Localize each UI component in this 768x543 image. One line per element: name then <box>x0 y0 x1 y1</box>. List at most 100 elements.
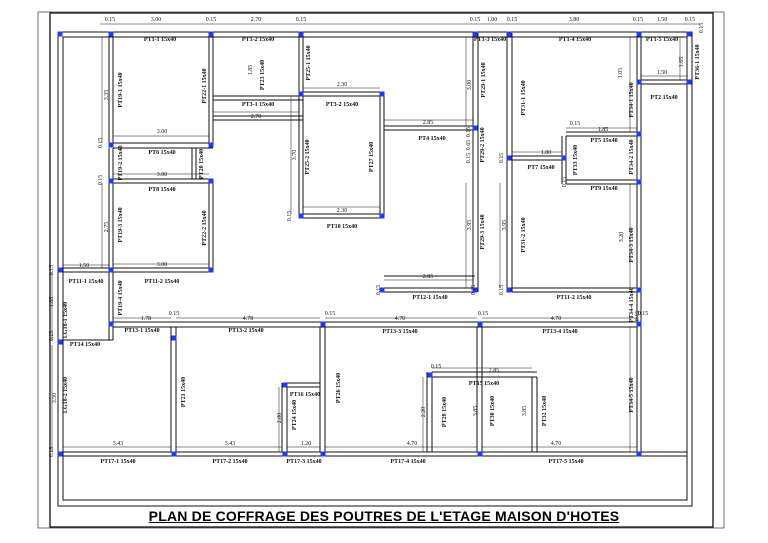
dim-v1: 3.35 <box>104 90 110 101</box>
dim-v31: 0.15 <box>562 177 568 188</box>
columns <box>57 31 692 457</box>
dim-d26: 1.78 <box>141 316 152 322</box>
dim-v7: 0.15 <box>699 23 705 34</box>
column-5 <box>472 31 478 37</box>
dim-v2: 1.85 <box>248 65 254 76</box>
dim-d24: 3.00 <box>157 262 168 268</box>
column-17 <box>108 178 114 184</box>
column-24 <box>57 267 63 273</box>
beam-label-pt17-4: PT17-4 15x40 <box>390 459 425 465</box>
column-20 <box>561 155 567 161</box>
beam-label-pt6: PT6 15x40 <box>148 150 175 156</box>
column-2 <box>108 31 114 37</box>
beam-label-pt21: PT21 15x40 <box>181 377 187 407</box>
column-4 <box>298 31 304 37</box>
dim-d21: 3.00 <box>157 172 168 178</box>
column-31 <box>57 339 63 345</box>
beam-label-pt22-2: PT22-2 15x40 <box>202 210 208 245</box>
outer-frame <box>49 12 714 528</box>
dim-v25: 2.00 <box>277 413 283 424</box>
beam-label-lg18-2: LG18-2 15x40 <box>63 377 69 413</box>
column-33 <box>171 335 177 341</box>
dim-v6: 1.65 <box>679 57 685 68</box>
column-40 <box>282 451 288 457</box>
column-8 <box>686 31 692 37</box>
dim-d7: 1.00 <box>487 17 498 23</box>
dim-v30: 0.65 <box>466 140 472 151</box>
beam-label-pt17-5: PT17-5 15x40 <box>548 459 583 465</box>
dim-v16: 3.20 <box>619 232 625 243</box>
beam-label-pt17-3: PT17-3 15x40 <box>286 459 321 465</box>
beam-label-pt19-1: PT19-1 15x40 <box>118 72 124 107</box>
column-37 <box>282 382 288 388</box>
dim-v21: 0.15 <box>499 285 505 296</box>
beam-label-pt27: PT27 15x40 <box>369 142 375 172</box>
column-1 <box>57 31 63 37</box>
dim-v32: 0.15 <box>635 311 641 322</box>
column-36 <box>636 321 642 327</box>
column-34 <box>320 321 326 327</box>
beam-label-pt15: PT15 15x40 <box>469 381 499 387</box>
beam-lines <box>57 31 693 507</box>
column-15 <box>108 142 114 148</box>
column-28 <box>472 287 478 293</box>
dim-d10: 0.15 <box>633 17 644 23</box>
column-19 <box>506 155 512 161</box>
column-38 <box>57 451 63 457</box>
dim-d6: 0.15 <box>470 17 481 23</box>
column-11 <box>298 91 304 97</box>
column-39 <box>171 451 177 457</box>
column-29 <box>506 287 512 293</box>
column-3 <box>208 31 214 37</box>
dim-d22: 2.30 <box>337 208 348 214</box>
beam-label-pt13-1: PT13-1 15x40 <box>124 328 159 334</box>
column-27 <box>379 287 385 293</box>
beam-label-pt17-1: PT17-1 15x40 <box>100 459 135 465</box>
beam-label-pt1-5: PT1-5 15x40 <box>646 37 678 43</box>
dim-d5: 0.15 <box>296 17 307 23</box>
beam-label-pt25-1: PT25-1 15x40 <box>306 45 312 80</box>
beam-label-pt1-1: PT1-1 15x40 <box>144 37 176 43</box>
beam-label-pt34-4: PT34-4 15x40 <box>629 287 635 322</box>
dim-v17: 0.15 <box>49 265 55 276</box>
dim-d35: 2.85 <box>489 368 500 374</box>
dim-v23: 1.85 <box>49 297 55 308</box>
dim-d37: 3.43 <box>225 441 236 447</box>
dim-v12: 0.15 <box>499 153 505 164</box>
dim-v15: 3.95 <box>502 220 508 231</box>
beam-label-pt12-1: PT12-1 15x40 <box>412 295 447 301</box>
beam-label-pt33: PT33 15x40 <box>573 145 579 175</box>
column-7 <box>636 31 642 37</box>
dim-v8: 0.15 <box>98 138 104 149</box>
dim-d29: 0.15 <box>325 311 336 317</box>
beam-label-pt28: PT28 15x40 <box>442 397 448 427</box>
dim-d31: 0.15 <box>478 311 489 317</box>
dim-d3: 0.15 <box>206 17 217 23</box>
column-41 <box>320 451 326 457</box>
beam-label-pt2: PT2 15x40 <box>650 95 677 101</box>
column-12 <box>379 91 385 97</box>
dim-d38: 1.20 <box>301 441 312 447</box>
dim-v22: 0.15 <box>49 331 55 342</box>
dim-d30: 4.70 <box>395 316 406 322</box>
column-22 <box>298 213 304 219</box>
column-26 <box>208 267 214 273</box>
dim-d12: 0.15 <box>685 17 696 23</box>
beam-label-pt8: PT8 15x40 <box>148 187 175 193</box>
column-44 <box>427 372 433 378</box>
column-14 <box>636 131 642 137</box>
dim-v28: 3.85 <box>522 406 528 417</box>
beam-label-pt9: PT9 15x40 <box>590 186 617 192</box>
dim-d20: 1.80 <box>541 150 552 156</box>
beam-label-pt25-2: PT25-2 15x40 <box>305 139 311 174</box>
beam-label-pt31-1: PT31-1 15x40 <box>521 80 527 115</box>
beam-label-lg18-1: LG18-1 15x40 <box>63 302 69 338</box>
beam-label-pt11-1: PT11-1 15x40 <box>69 279 104 285</box>
beam-label-pt34-5: PT34-5 15x40 <box>629 377 635 412</box>
dim-d28: 4.78 <box>243 316 254 322</box>
column-16 <box>208 142 214 148</box>
beam-label-pt34-1: PT34-1 15x40 <box>629 82 635 117</box>
beam-label-pt36-1: PT36-1 15x40 <box>695 44 701 79</box>
